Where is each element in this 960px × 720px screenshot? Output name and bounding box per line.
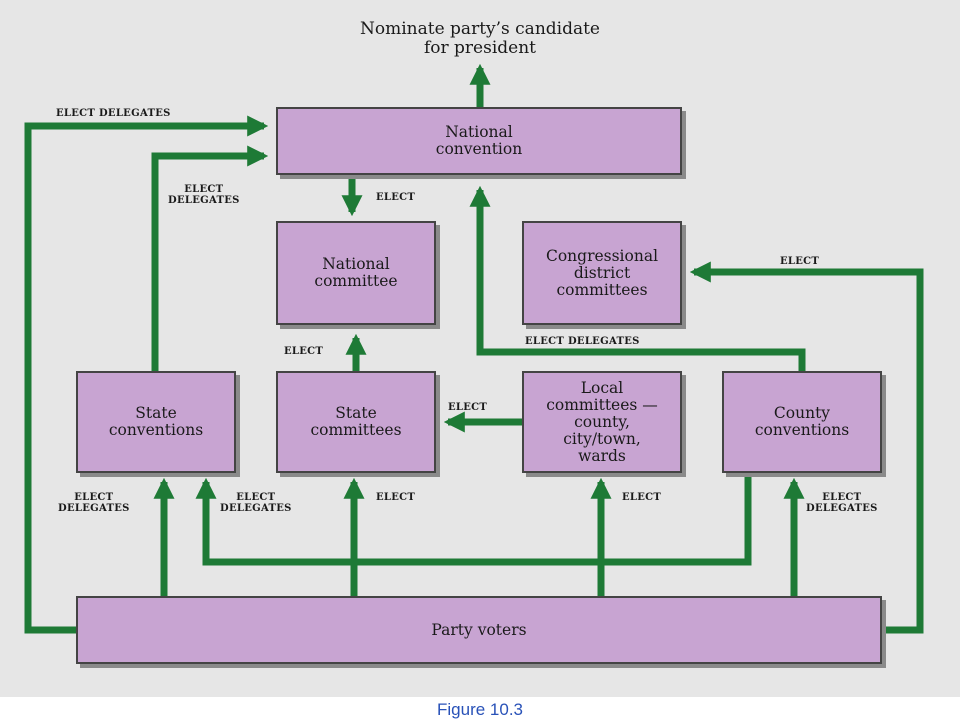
label-elect-delegates-county-to-state: ELECT DELEGATES: [220, 492, 292, 514]
arrow-state-conventions-to-national-convention: [151, 145, 269, 372]
national-convention-label: National convention: [435, 123, 523, 158]
label-elect-delegates-top: ELECT DELEGATES: [56, 108, 171, 119]
diagram-title: Nominate party’s candidate for president: [360, 19, 600, 58]
national-committee-box: National committee: [276, 221, 436, 325]
arrow-county-to-state-conventions: [195, 474, 752, 566]
congressional-district-committees-box: Congressional district committees: [522, 221, 682, 325]
county-conventions-label: County conventions: [754, 404, 850, 439]
arrow-voters-to-national-convention: [24, 115, 269, 634]
figure-caption: Figure 10.3: [437, 700, 523, 719]
party-voters-box: Party voters: [76, 596, 882, 664]
label-elect-local-to-state: ELECT: [448, 402, 488, 413]
label-elect-congressional: ELECT: [780, 256, 820, 267]
local-committees-box: Local committees — county, city/town, wa…: [522, 371, 682, 473]
label-elect-national-committee: ELECT: [376, 192, 416, 203]
state-committees-label: State committees: [310, 404, 402, 439]
local-committees-label: Local committees — county, city/town, wa…: [546, 378, 658, 465]
county-conventions-box: County conventions: [722, 371, 882, 473]
state-conventions-box: State conventions: [76, 371, 236, 473]
label-elect-delegates-state-to-national: ELECT DELEGATES: [168, 184, 240, 206]
label-elect-delegates-county-to-national: ELECT DELEGATES: [525, 336, 640, 347]
arrow-layer: [24, 63, 924, 634]
national-convention-box: National convention: [276, 107, 682, 175]
label-elect-delegates-voters-to-state: ELECT DELEGATES: [58, 492, 130, 514]
national-committee-label: National committee: [314, 255, 398, 290]
label-elect-delegates-voters-to-county: ELECT DELEGATES: [806, 492, 878, 514]
state-conventions-label: State conventions: [108, 404, 204, 439]
state-committees-box: State committees: [276, 371, 436, 473]
arrow-county-to-national-convention: [469, 185, 806, 372]
label-elect-state-to-national-committee: ELECT: [284, 346, 324, 357]
arrow-voters-to-congressional: [689, 261, 924, 634]
party-voters-label: Party voters: [431, 620, 527, 639]
diagram-canvas: Nominate party’s candidate for president…: [0, 0, 960, 697]
label-elect-voters-to-state-committees: ELECT: [376, 492, 416, 503]
congressional-district-committees-label: Congressional district committees: [545, 246, 659, 299]
label-elect-voters-to-local: ELECT: [622, 492, 662, 503]
